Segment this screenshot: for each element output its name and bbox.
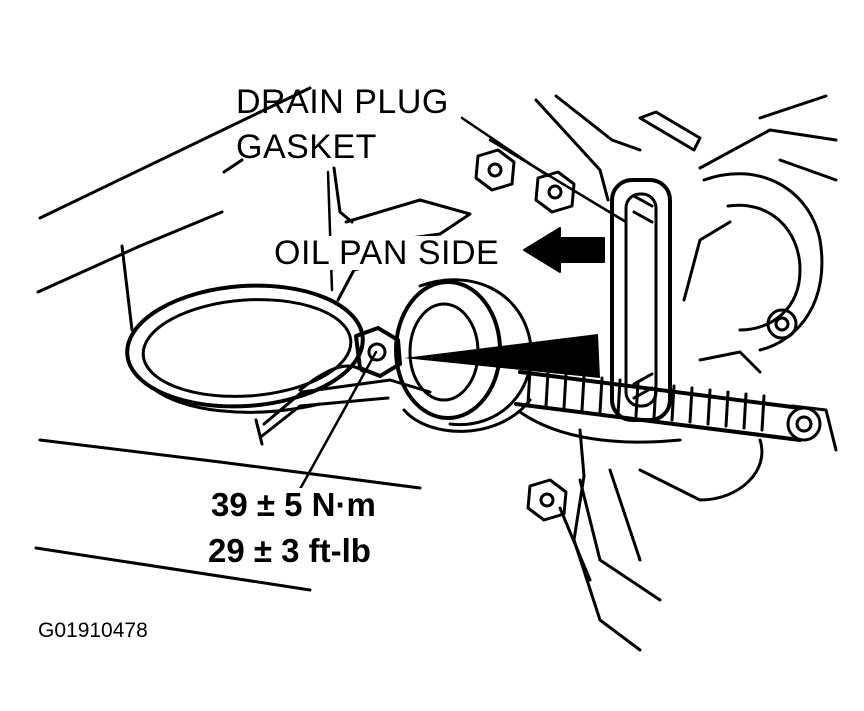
mounting-bracket bbox=[558, 428, 642, 652]
oil-pan-outline bbox=[34, 86, 472, 592]
transmission-case bbox=[534, 94, 838, 602]
torque-wedge-pointer bbox=[404, 334, 600, 378]
gasket-ring bbox=[125, 283, 365, 414]
figure-code: G01910478 bbox=[38, 619, 148, 642]
retaining-clip bbox=[610, 178, 672, 422]
torque-imperial-label: 29 ± 3 ft-lb bbox=[208, 532, 371, 569]
bolt-heads bbox=[474, 148, 576, 522]
drain-plug-label: DRAIN PLUG bbox=[236, 83, 449, 121]
leader-lines bbox=[292, 116, 628, 502]
gasket-label: GASKET bbox=[236, 128, 377, 166]
drain-plug bbox=[254, 326, 432, 446]
torque-metric-label: 39 ± 5 N·m bbox=[208, 488, 379, 521]
oil-pan-side-label: OIL PAN SIDE bbox=[270, 236, 504, 270]
oil-pan-side-arrow-icon bbox=[523, 227, 605, 273]
shift-cable bbox=[514, 368, 802, 444]
